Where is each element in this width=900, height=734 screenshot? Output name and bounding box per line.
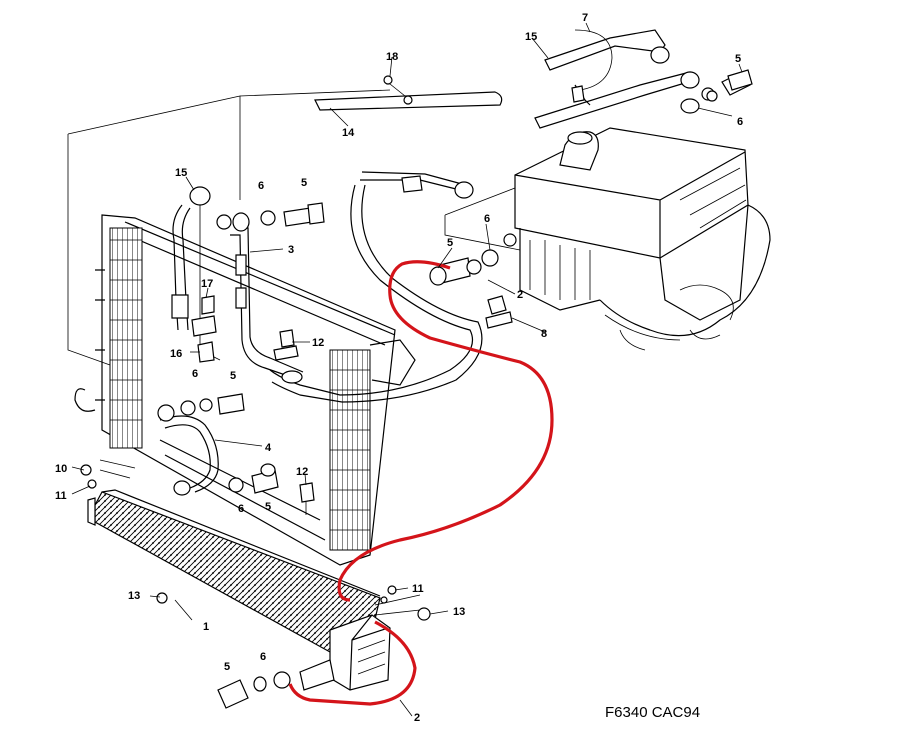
label-5-upper: 5 <box>301 177 307 189</box>
label-11-left: 11 <box>55 490 67 502</box>
label-6-left: 6 <box>192 368 198 380</box>
label-1: 1 <box>203 621 209 633</box>
label-11-right: 11 <box>412 583 424 595</box>
pipe-3 <box>230 227 304 384</box>
pipe-4 <box>159 415 219 496</box>
engine-block <box>514 127 771 351</box>
label-6-right: 6 <box>737 116 743 128</box>
label-16: 16 <box>170 348 182 360</box>
label-2-lower: 2 <box>414 712 420 724</box>
label-10: 10 <box>55 463 67 475</box>
label-5-lower: 5 <box>265 501 271 513</box>
label-5-bottom: 5 <box>224 661 230 673</box>
label-5-center: 5 <box>447 237 453 249</box>
label-4: 4 <box>265 442 272 454</box>
label-7: 7 <box>582 12 588 24</box>
highlighted-hose <box>288 260 554 706</box>
highlighted-hose-lower <box>288 620 417 706</box>
label-13-right: 13 <box>453 606 465 618</box>
oil-cooler <box>87 489 391 691</box>
fittings <box>157 69 753 709</box>
small-hardware <box>80 295 513 621</box>
label-5-top-right: 5 <box>735 53 741 65</box>
upper-pipes <box>314 29 751 129</box>
figure-code: F6340 CAC94 <box>605 704 700 721</box>
label-6-lower: 6 <box>238 503 244 515</box>
label-18: 18 <box>386 51 398 63</box>
label-5-left: 5 <box>230 370 236 382</box>
highlighted-hose-upper <box>337 260 554 602</box>
label-3: 3 <box>288 244 294 256</box>
label-15-top: 15 <box>525 31 537 43</box>
label-2-upper: 2 <box>517 289 523 301</box>
label-12-upper: 12 <box>312 337 324 349</box>
part-labels: 1 2 2 3 4 5 5 5 5 5 5 6 6 6 6 6 6 7 8 10… <box>55 12 743 724</box>
label-8: 8 <box>541 328 547 340</box>
label-6-center: 6 <box>484 213 490 225</box>
leader-lines <box>71 22 743 717</box>
label-6-upper: 6 <box>258 180 264 192</box>
return-hose <box>269 171 483 403</box>
label-14: 14 <box>342 127 355 139</box>
label-6-bottom: 6 <box>260 651 266 663</box>
label-13-left: 13 <box>128 590 140 602</box>
label-15-left: 15 <box>175 167 187 179</box>
pipe-15-left <box>171 186 211 331</box>
label-12-lower: 12 <box>296 466 308 478</box>
label-17: 17 <box>201 278 213 290</box>
